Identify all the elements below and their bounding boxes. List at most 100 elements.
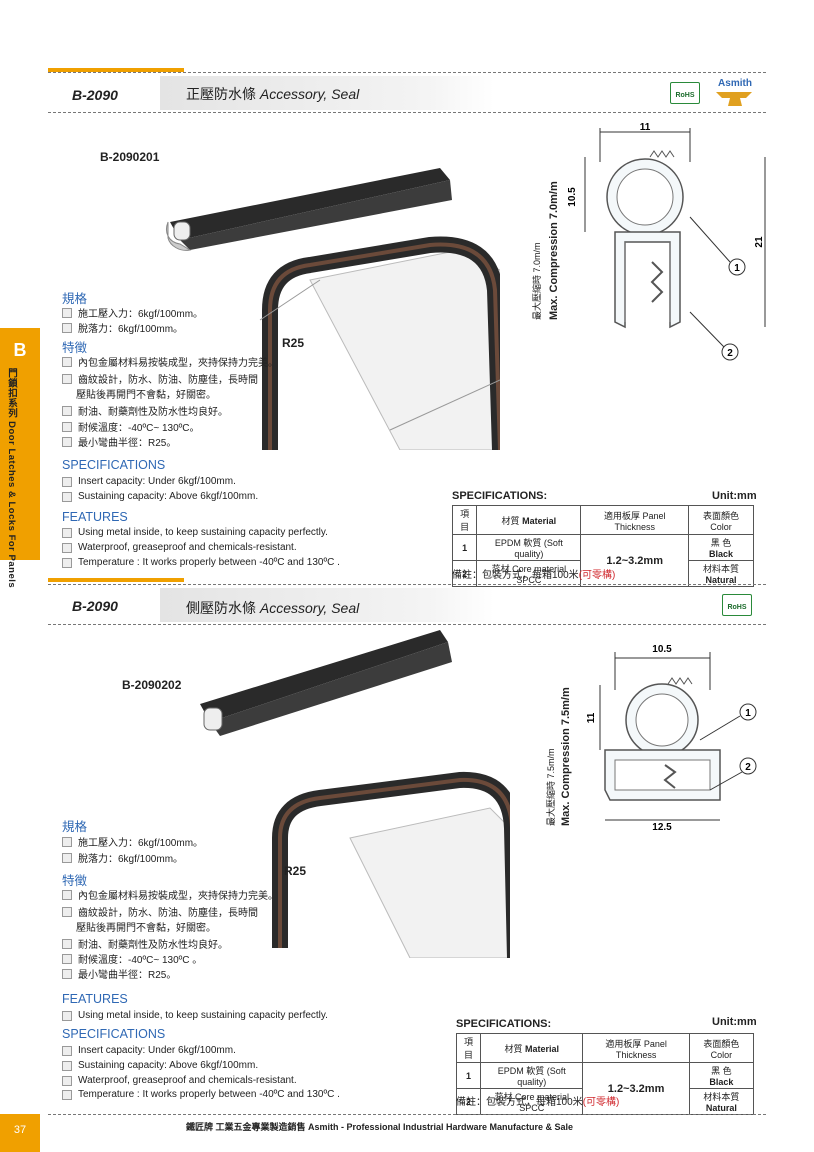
- feat-cn-line: 最小彎曲半徑：R25。: [62, 434, 176, 449]
- row-material: 蕊材 Core material SPCC: [476, 560, 582, 587]
- th-color: 表面顏色 Color: [688, 1033, 755, 1063]
- radius-label: R25: [282, 336, 305, 350]
- row-no: 2: [451, 560, 478, 587]
- svg-text:11: 11: [640, 122, 651, 133]
- header-bar: [160, 76, 494, 110]
- row-no: 1: [455, 1062, 482, 1089]
- header-accent: [48, 578, 184, 582]
- svg-text:11: 11: [586, 712, 597, 723]
- feat-en-line: Using metal inside, to keep sustaining c…: [62, 527, 328, 538]
- rohs-badge: RoHS: [670, 82, 700, 104]
- spec-en-line: Insert capacity: Under 6kgf/100mm.: [62, 476, 236, 487]
- footer-text: 鐵匠牌 工業五金專業製造銷售 Asmith - Professional Ind…: [186, 1122, 574, 1132]
- feat-cn-line: 內包金屬材料易按裝成型，夾持保持力完美。: [62, 354, 278, 369]
- part-code: B-2090202: [122, 678, 182, 692]
- spec-table: 項目 材質 Material 適用板厚 Panel Thickness 表面顏色…: [451, 505, 754, 587]
- spec-table: 項目 材質 Material 適用板厚 Panel Thickness 表面顏色…: [455, 1033, 755, 1115]
- spec-table-unit: Unit:mm: [712, 1016, 757, 1028]
- svg-text:2: 2: [727, 348, 733, 359]
- product-code: B-2090: [72, 598, 118, 614]
- divider: [48, 584, 766, 585]
- feat-cn-heading: 特徵: [62, 341, 88, 355]
- spec-cn-heading: 規格: [62, 820, 88, 834]
- spec-table-title: SPECIFICATIONS:: [456, 1018, 552, 1030]
- side-tab-letter: B: [13, 340, 27, 360]
- feat-cn-heading: 特徵: [62, 874, 88, 888]
- spec-en-heading: SPECIFICATIONS: [62, 458, 166, 472]
- svg-text:Asmith: Asmith: [718, 78, 752, 89]
- feat-cn-line: 最小彎曲半徑：R25。: [62, 966, 176, 981]
- feat-cn-line: 內包金屬材料易按裝成型，夾持保持力完美。: [62, 887, 278, 902]
- package-note: 備註：包裝方式，每箱100米(可零構): [456, 1097, 620, 1108]
- row-panel: 1.2~3.2mm: [582, 1062, 690, 1115]
- part-code: B-2090201: [100, 150, 160, 164]
- product-title: 正壓防水條 Accessory, Seal: [186, 86, 360, 102]
- technical-drawing: 11 10.5 21 1 2: [567, 122, 766, 361]
- th-item: 項目: [451, 505, 478, 535]
- rohs-badge: RoHS: [722, 594, 752, 616]
- feat-cn-line: 壓貼後再開門不會黏，好關密。: [76, 390, 216, 401]
- spec-cn-heading: 規格: [62, 292, 88, 306]
- page-number: 37: [0, 1114, 40, 1152]
- divider: [48, 112, 766, 113]
- product-code: B-2090: [72, 87, 118, 103]
- divider: [48, 72, 766, 73]
- row-material: 蕊材 Core material SPCC: [480, 1088, 584, 1115]
- svg-text:10.5: 10.5: [652, 644, 672, 655]
- spec-en-line: Waterproof, greaseproof and chemicals-re…: [62, 1075, 297, 1086]
- svg-text:12.5: 12.5: [652, 822, 672, 833]
- th-item: 項目: [455, 1033, 482, 1063]
- spec-en-line: Sustaining capacity: Above 6kgf/100mm.: [62, 1060, 258, 1071]
- product-photo: [200, 630, 510, 958]
- technical-drawing: 10.5 12.5 11 1 2: [586, 644, 757, 833]
- th-panel: 適用板厚 Panel Thickness: [580, 505, 690, 535]
- side-tab-text: 門鎖扣系列 Door Latches & Locks For Panels: [6, 368, 17, 589]
- row-material: EPDM 軟質 (Soft quality): [480, 1062, 584, 1089]
- svg-text:10.5: 10.5: [567, 187, 578, 207]
- compression-en: Max. Compression 7.0m/m: [548, 181, 560, 320]
- feat-cn-line: 耐候溫度：-40ºC~ 130ºC。: [62, 419, 200, 434]
- feat-en-line: Using metal inside, to keep sustaining c…: [62, 1010, 328, 1021]
- spec-en-line: Insert capacity: Under 6kgf/100mm.: [62, 1045, 236, 1056]
- asmith-logo: Asmith: [712, 76, 758, 110]
- spec-en-line: Temperature : It works properly between …: [62, 1089, 340, 1100]
- th-color: 表面顏色 Color: [688, 505, 754, 535]
- row-panel: 1.2~3.2mm: [580, 534, 690, 587]
- spec-en-heading: SPECIFICATIONS: [62, 1027, 166, 1041]
- spec-cn-line: 脫落力：6kgf/100mm。: [62, 320, 183, 335]
- feat-en-heading: FEATURES: [62, 510, 128, 524]
- svg-text:21: 21: [754, 236, 765, 248]
- spec-cn-line: 施工壓入力：6kgf/100mm。: [62, 834, 203, 849]
- compression-cn: 最大壓縮時 7.5m/m: [546, 748, 556, 826]
- spec-cn-line: 脫落力：6kgf/100mm。: [62, 850, 183, 865]
- th-material: 材質 Material: [480, 1033, 584, 1063]
- feat-cn-line: 耐油、耐藥劑性及防水性均良好。: [62, 403, 228, 418]
- feat-cn-line: 耐候溫度：-40ºC~ 130ºC 。: [62, 951, 202, 966]
- row-no: 1: [451, 534, 478, 561]
- side-tab: [0, 328, 40, 560]
- radius-label: R25: [284, 864, 307, 878]
- th-material: 材質 Material: [476, 505, 582, 535]
- th-panel: 適用板厚 Panel Thickness: [582, 1033, 690, 1063]
- spec-table-unit: Unit:mm: [712, 490, 757, 502]
- feat-cn-line: 齒紋設計，防水、防油、防塵佳，長時間: [62, 371, 258, 386]
- divider: [48, 1114, 766, 1115]
- feat-cn-line: 壓貼後再開門不會黏，好關密。: [76, 923, 216, 934]
- spec-table-title: SPECIFICATIONS:: [452, 490, 548, 502]
- svg-text:1: 1: [745, 708, 751, 719]
- spec-cn-line: 施工壓入力：6kgf/100mm。: [62, 305, 203, 320]
- divider: [48, 624, 766, 625]
- feat-en-line: Waterproof, greaseproof and chemicals-re…: [62, 542, 297, 553]
- product-title: 側壓防水條 Accessory, Seal: [186, 600, 360, 616]
- compression-cn: 最大壓縮時 7.0m/m: [532, 242, 542, 320]
- compression-en: Max. Compression 7.5m/m: [560, 687, 572, 826]
- header-accent: [48, 68, 184, 72]
- svg-text:1: 1: [734, 263, 740, 274]
- row-material: EPDM 軟質 (Soft quality): [476, 534, 582, 561]
- svg-text:2: 2: [745, 762, 751, 773]
- package-note: 備註：包裝方式，每箱100米(可零構): [452, 570, 616, 581]
